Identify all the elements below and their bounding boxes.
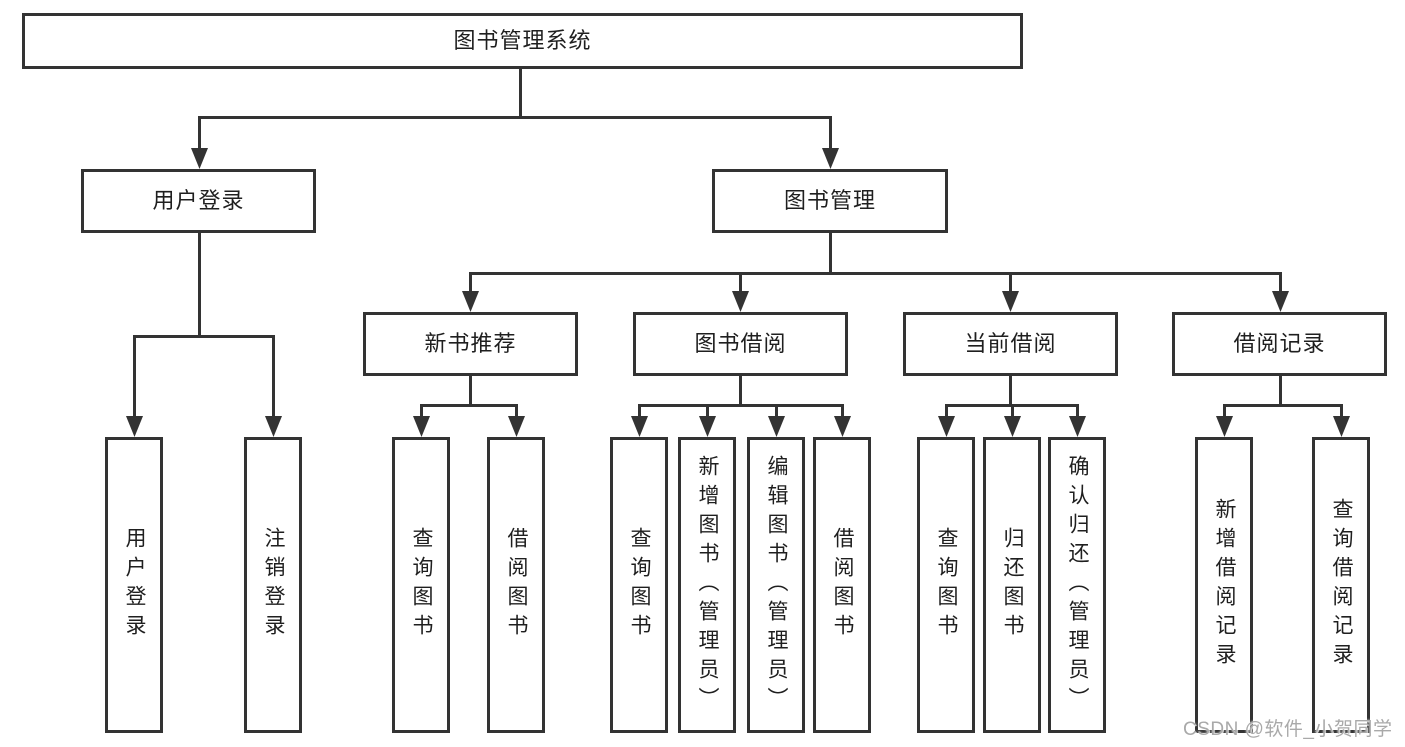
leaf-query-book: 查询图书 (917, 437, 975, 733)
arrow-down-icon (822, 148, 839, 169)
leaf-borrow-book: 借阅图书 (813, 437, 871, 733)
node-borrow-records: 借阅记录 (1172, 312, 1387, 376)
arrow-down-icon (265, 416, 282, 437)
leaf-borrow-book: 借阅图书 (487, 437, 545, 733)
arrow-down-icon (1333, 416, 1350, 437)
arrow-down-icon (1272, 291, 1289, 312)
leaf-return-book: 归还图书 (983, 437, 1041, 733)
arrow-down-icon (1069, 416, 1086, 437)
leaf-add-book-admin: 新增图书（管理员） (678, 437, 736, 733)
node-root: 图书管理系统 (22, 13, 1023, 69)
arrow-down-icon (699, 416, 716, 437)
node-new-book-recommend: 新书推荐 (363, 312, 578, 376)
node-book-management: 图书管理 (712, 169, 948, 233)
arrow-down-icon (462, 291, 479, 312)
leaf-confirm-return-admin: 确认归还（管理员） (1048, 437, 1106, 733)
leaf-add-borrow-record: 新增借阅记录 (1195, 437, 1253, 733)
arrow-down-icon (126, 416, 143, 437)
leaf-query-borrow-record: 查询借阅记录 (1312, 437, 1370, 733)
leaf-edit-book-admin: 编辑图书（管理员） (747, 437, 805, 733)
arrow-down-icon (631, 416, 648, 437)
leaf-user-login: 用户登录 (105, 437, 163, 733)
arrow-down-icon (508, 416, 525, 437)
arrow-down-icon (1004, 416, 1021, 437)
leaf-logout: 注销登录 (244, 437, 302, 733)
arrow-down-icon (1002, 291, 1019, 312)
watermark: CSDN @软件_小贺同学 (1183, 719, 1393, 740)
node-current-borrowing: 当前借阅 (903, 312, 1118, 376)
arrow-down-icon (191, 148, 208, 169)
arrow-down-icon (413, 416, 430, 437)
leaf-query-book: 查询图书 (610, 437, 668, 733)
arrow-down-icon (938, 416, 955, 437)
arrow-down-icon (1216, 416, 1233, 437)
node-user-login: 用户登录 (81, 169, 316, 233)
node-book-borrowing: 图书借阅 (633, 312, 848, 376)
arrow-down-icon (834, 416, 851, 437)
arrow-down-icon (768, 416, 785, 437)
leaf-query-book: 查询图书 (392, 437, 450, 733)
arrow-down-icon (732, 291, 749, 312)
